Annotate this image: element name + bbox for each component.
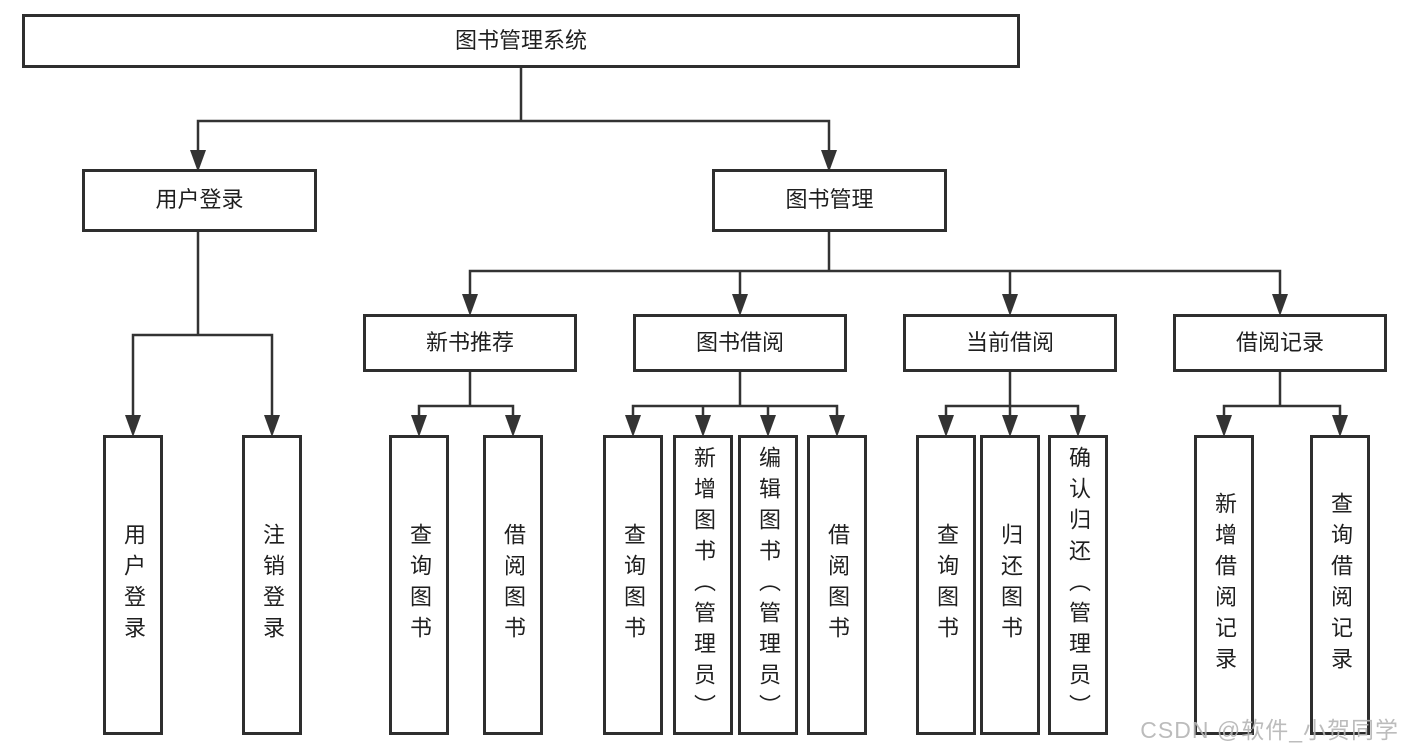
node-label: 借阅图书: [501, 523, 526, 647]
node-label: 新书推荐: [425, 329, 514, 355]
node-borrowing-records: 借阅记录: [1173, 314, 1387, 372]
leaf-borrow-books-borrow: 借阅图书: [807, 435, 867, 735]
node-label: 查询图书: [621, 523, 646, 647]
node-label: 图书借阅: [695, 329, 784, 355]
node-label: 借阅图书: [825, 523, 850, 647]
leaf-user-login: 用户登录: [103, 435, 163, 735]
node-user-login: 用户登录: [82, 169, 317, 232]
node-label: 新增图书（管理员）: [691, 445, 716, 725]
node-label: 查询借阅记录: [1328, 492, 1353, 678]
leaf-query-borrow-record: 查询借阅记录: [1310, 435, 1370, 735]
node-label: 用户登录: [155, 187, 244, 213]
node-label: 查询图书: [934, 523, 959, 647]
node-label: 新增借阅记录: [1212, 492, 1237, 678]
leaf-query-books-recommend: 查询图书: [389, 435, 449, 735]
leaf-query-books-borrow: 查询图书: [603, 435, 663, 735]
node-label: 用户登录: [121, 523, 146, 647]
node-label: 注销登录: [260, 523, 285, 647]
leaf-add-borrow-record: 新增借阅记录: [1194, 435, 1254, 735]
node-label: 当前借阅: [965, 329, 1054, 355]
leaf-borrow-books-recommend: 借阅图书: [483, 435, 543, 735]
node-label: 借阅记录: [1235, 329, 1324, 355]
leaf-confirm-return-admin: 确认归还（管理员）: [1048, 435, 1108, 735]
node-library-management-system: 图书管理系统: [22, 14, 1020, 68]
node-label: 图书管理: [785, 187, 874, 213]
node-label: 查询图书: [407, 523, 432, 647]
leaf-logout: 注销登录: [242, 435, 302, 735]
leaf-return-books: 归还图书: [980, 435, 1040, 735]
leaf-edit-books-admin: 编辑图书（管理员）: [738, 435, 798, 735]
node-label: 归还图书: [998, 523, 1023, 647]
node-label: 编辑图书（管理员）: [756, 445, 781, 725]
csdn-watermark: CSDN @软件_小贺同学: [1140, 717, 1399, 743]
node-label: 图书管理系统: [454, 27, 587, 53]
node-label: 确认归还（管理员）: [1066, 445, 1091, 725]
node-current-borrowing: 当前借阅: [903, 314, 1117, 372]
node-book-borrowing: 图书借阅: [633, 314, 847, 372]
leaf-query-books-current: 查询图书: [916, 435, 976, 735]
node-new-book-recommendation: 新书推荐: [363, 314, 577, 372]
leaf-add-books-admin: 新增图书（管理员）: [673, 435, 733, 735]
node-book-management: 图书管理: [712, 169, 947, 232]
